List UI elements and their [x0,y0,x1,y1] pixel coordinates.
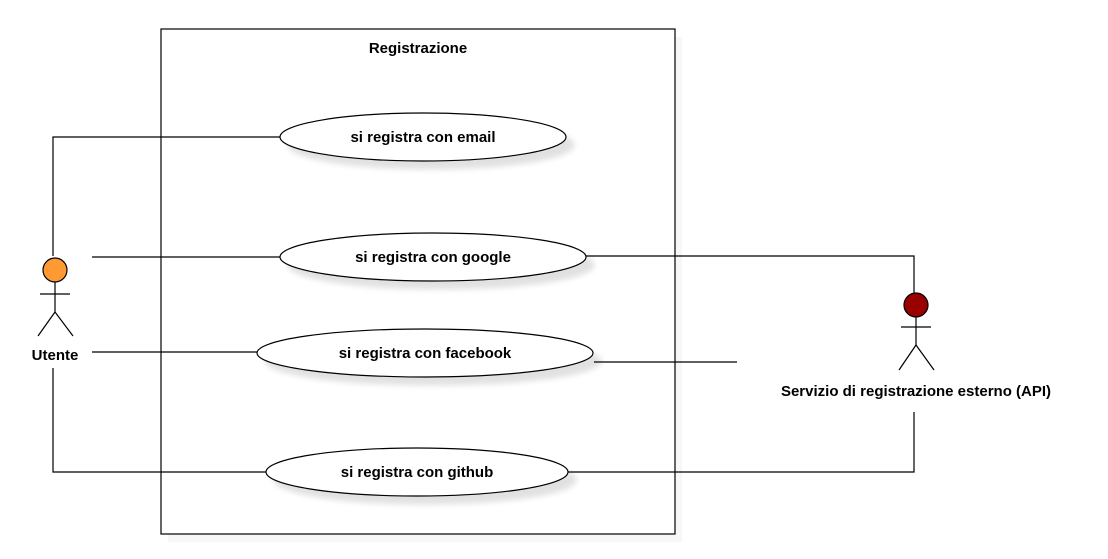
use-case-label: si registra con email [350,129,495,146]
assoc-github-api [568,412,915,473]
assoc-user-github [52,368,266,473]
use-case-facebook: si registra con facebook [256,328,594,378]
stick-figure-icon [37,257,74,337]
system-title: Registrazione [369,40,467,57]
assoc-google-api [586,255,915,293]
stick-figure-icon [898,292,935,371]
actor-external-api: Servizio di registrazione esterno (API) [781,292,1051,400]
actor-external-name: Servizio di registrazione esterno (API) [781,383,1051,400]
use-case-label: si registra con github [341,464,494,481]
use-case-google: si registra con google [279,232,587,282]
actor-user: Utente [32,257,79,364]
use-case-label: si registra con google [355,249,511,266]
use-case-github: si registra con github [265,447,569,497]
use-case-label: si registra con facebook [339,345,512,362]
assoc-user-email [52,136,280,256]
use-case-email: si registra con email [279,112,567,162]
actor-user-name: Utente [32,347,79,364]
associations [52,136,915,473]
